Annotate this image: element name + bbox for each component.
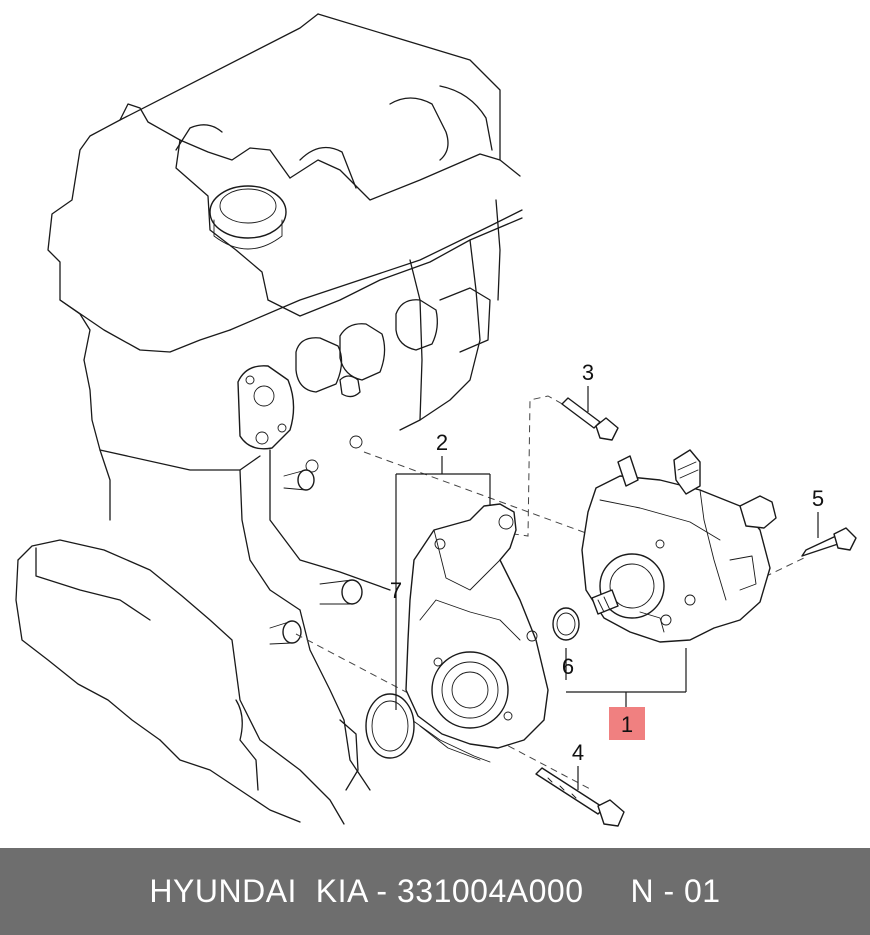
o-ring-large [365, 693, 415, 759]
callout-6: 6 [562, 654, 574, 679]
part-number-text: HYUNDAI KIA - 331004A000 N - 01 [149, 873, 721, 909]
callout-4: 4 [572, 740, 584, 765]
bolt-4 [535, 767, 625, 827]
callout-1: 1 [621, 712, 633, 737]
callout-7: 7 [390, 578, 402, 603]
part-number-footer: HYUNDAI KIA - 331004A000 N - 01 [0, 848, 870, 935]
callout-1-highlight [609, 707, 645, 740]
fuel-injection-pump [581, 449, 777, 643]
exploded-parts-diagram: 1 2 3 4 5 6 7 [15, 13, 857, 827]
o-ring-large-inner [371, 700, 409, 752]
o-ring-small-inner [556, 612, 576, 636]
bolt-3 [561, 397, 619, 441]
callout-2: 2 [436, 430, 448, 455]
bolt-5 [801, 527, 857, 557]
callout-3: 3 [582, 360, 594, 385]
pump-bracket [405, 503, 549, 763]
callout-5: 5 [812, 486, 824, 511]
leader-lines [395, 386, 819, 790]
assembly-guide-lines [295, 395, 809, 791]
engine-block-outline [15, 13, 523, 825]
callout-labels: 1 2 3 4 5 6 7 [390, 360, 824, 765]
